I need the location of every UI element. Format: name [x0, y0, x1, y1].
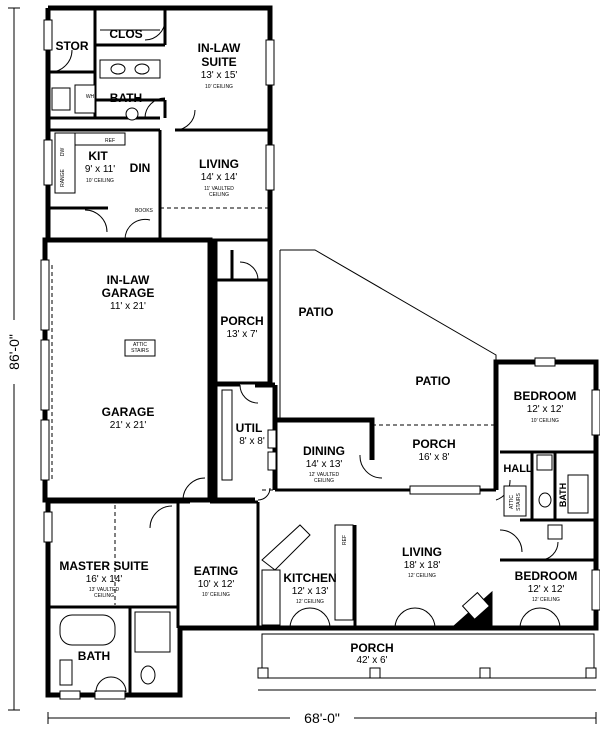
bath-master-label: BATH: [78, 649, 110, 663]
inlaw-suite-label-1: IN-LAW: [198, 41, 241, 55]
living-top-size: 14' x 14': [201, 172, 238, 183]
inlaw-suite-ceiling: 10' CEILING: [205, 84, 233, 90]
bath-right-label: BATH: [558, 483, 568, 507]
garage-size: 21' x 21': [110, 420, 147, 431]
width-dimension-label: 68'-0": [304, 710, 340, 726]
eating-label: EATING: [194, 564, 238, 578]
inlaw-garage-label-1: IN-LAW: [107, 273, 150, 287]
attic-stairs-label-2: STAIRS: [131, 348, 149, 354]
doors: [49, 19, 561, 693]
ref-main-label: REF: [342, 535, 348, 545]
master-suite-label: MASTER SUITE: [59, 559, 148, 573]
master-suite-ceiling-1: 13' VAULTED: [89, 587, 120, 593]
porch-small-size: 13' x 7': [226, 329, 257, 340]
inlaw-garage-size: 11' x 21': [110, 301, 146, 312]
porch-front-label: PORCH: [350, 641, 393, 655]
inlaw-suite-size: 13' x 15': [201, 70, 238, 81]
living-top-ceiling-1: 11' VAULTED: [204, 186, 234, 192]
dimension-depth: 86'-0": [4, 320, 24, 384]
master-suite-size: 16' x 14': [86, 574, 123, 585]
open-boundaries: [51, 207, 496, 605]
dining-ceiling-2: CEILING: [314, 478, 334, 484]
bedroom-1-ceiling: 10' CEILING: [531, 418, 559, 424]
stor-label: STOR: [55, 39, 88, 53]
patio-2-label: PATIO: [416, 374, 451, 388]
patio-outline: [279, 249, 497, 425]
wh-label: WH: [86, 94, 95, 100]
kitchen-label: KITCHEN: [283, 571, 336, 585]
dimension-width: 68'-0": [290, 710, 354, 726]
dining-size: 14' x 13': [306, 459, 343, 470]
bedroom-1-label: BEDROOM: [514, 389, 577, 403]
windows: [40, 19, 600, 700]
bedroom-2-ceiling: 12' CEILING: [532, 597, 560, 603]
hall-label: HALL: [503, 463, 533, 475]
living-main-label: LIVING: [402, 545, 442, 559]
fixtures: [51, 29, 589, 686]
kit-label: KIT: [88, 149, 108, 163]
dw-label: DW: [60, 148, 66, 157]
inlaw-garage-label-2: GARAGE: [102, 286, 155, 300]
ref-top-label: REF: [105, 138, 115, 144]
bedroom-1-size: 12' x 12': [527, 404, 564, 415]
util-label: UTIL: [236, 421, 263, 435]
kit-ceiling: 10' CEILING: [86, 178, 114, 184]
kitchen-ceiling: 12' CEILING: [296, 599, 324, 605]
living-top-label: LIVING: [199, 157, 239, 171]
kitchen-size: 12' x 13': [292, 586, 329, 597]
clos-label: CLOS: [109, 27, 142, 41]
living-top-ceiling-2: CEILING: [209, 192, 229, 198]
inlaw-suite-label-2: SUITE: [201, 55, 236, 69]
room-labels: STOR CLOS IN-LAW SUITE 13' x 15' 10' CEI…: [55, 27, 577, 666]
books-label: BOOKS: [135, 208, 153, 214]
bedroom-2-label: BEDROOM: [515, 569, 578, 583]
porch-mid-size: 16' x 8': [418, 452, 449, 463]
garage-label: GARAGE: [102, 405, 155, 419]
util-size: 8' x 8': [239, 436, 265, 447]
bedroom-2-size: 12' x 12': [528, 584, 565, 595]
living-main-size: 18' x 18': [404, 560, 441, 571]
attic-hall-label-2: STAIRS: [516, 492, 522, 510]
dining-ceiling-1: 12' VAULTED: [309, 472, 340, 478]
depth-dimension-label: 86'-0": [6, 334, 22, 370]
master-suite-ceiling-2: CEILING: [94, 593, 114, 599]
din-label: DIN: [130, 161, 151, 175]
eating-size: 10' x 12': [198, 579, 235, 590]
range-label: RANGE: [60, 168, 66, 186]
attic-hall-label-1: ATTIC: [509, 495, 515, 509]
kit-size: 9' x 11': [85, 164, 115, 175]
dining-label: DINING: [303, 444, 345, 458]
porch-mid-label: PORCH: [412, 437, 455, 451]
attic-stairs-label-1: ATTIC: [133, 342, 147, 348]
fixture-labels: REF DW RANGE BOOKS ATTIC STAIRS REF ATTI…: [60, 94, 522, 545]
porch-front-size: 42' x 6': [356, 655, 387, 666]
living-main-ceiling: 12' CEILING: [408, 573, 436, 579]
porch-small-label: PORCH: [220, 314, 263, 328]
patio-1-label: PATIO: [299, 305, 334, 319]
front-porch: [257, 633, 597, 691]
eating-ceiling: 10' CEILING: [202, 592, 230, 598]
bath-top-label: BATH: [110, 91, 142, 105]
